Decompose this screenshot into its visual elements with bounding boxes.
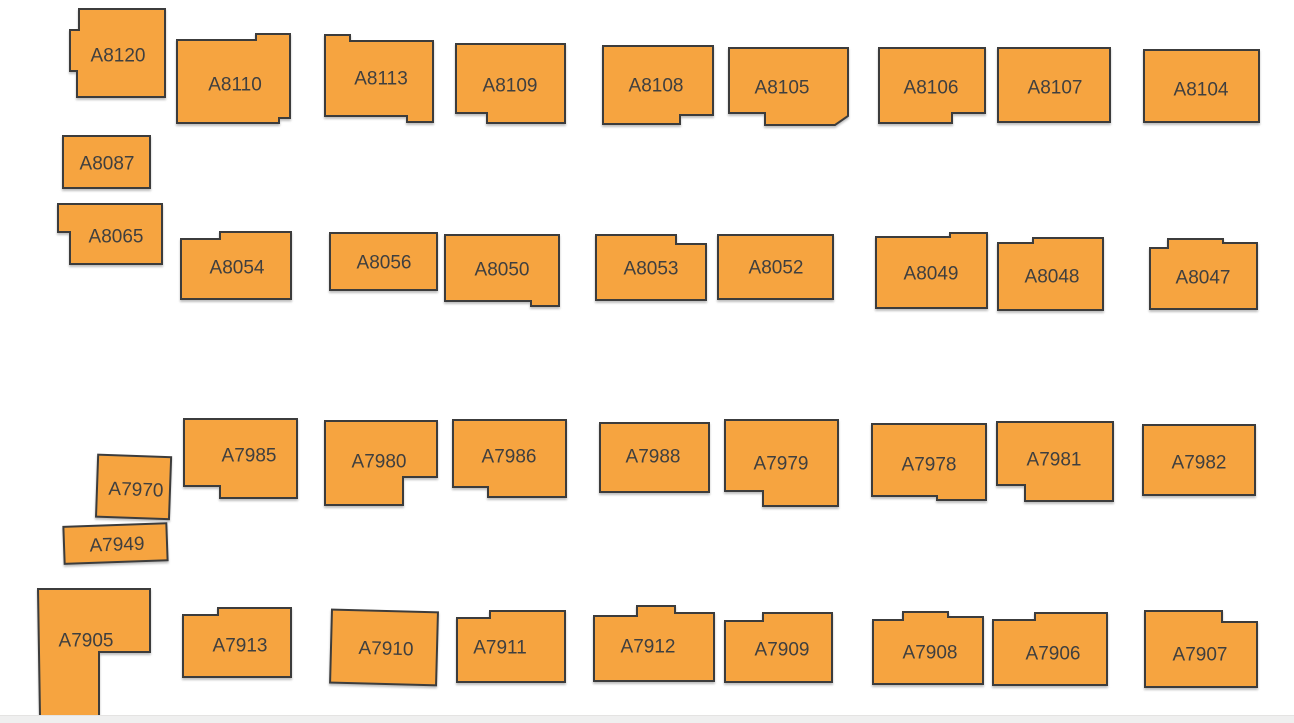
parcel-shape[interactable]: [57, 203, 163, 265]
parcel-shape[interactable]: [728, 47, 849, 126]
parcel-A8106[interactable]: A8106: [878, 47, 986, 124]
parcel-A8109[interactable]: A8109: [455, 43, 566, 124]
horizontal-scrollbar-track[interactable]: [0, 715, 1294, 723]
parcel-A7988[interactable]: A7988: [599, 422, 710, 493]
parcel-shape[interactable]: [717, 234, 834, 300]
parcel-A8049[interactable]: A8049: [875, 232, 988, 309]
parcel-shape[interactable]: [94, 453, 173, 521]
parcel-A7986[interactable]: A7986: [452, 419, 567, 498]
parcel-A7913[interactable]: A7913: [182, 607, 292, 678]
parcel-shape[interactable]: [183, 418, 298, 499]
parcel-A7911[interactable]: A7911: [456, 610, 566, 683]
parcel-shape[interactable]: [324, 420, 438, 506]
parcel-A8105[interactable]: A8105: [728, 47, 849, 126]
parcel-A8065[interactable]: A8065: [57, 203, 163, 265]
parcel-shape[interactable]: [452, 419, 567, 498]
parcel-shape[interactable]: [872, 611, 984, 685]
parcel-A7970[interactable]: A7970: [94, 453, 173, 521]
parcel-shape[interactable]: [69, 8, 166, 98]
parcel-shape[interactable]: [724, 419, 839, 507]
parcel-A8107[interactable]: A8107: [997, 47, 1111, 123]
parcel-shape[interactable]: [724, 612, 833, 683]
parcel-shape[interactable]: [878, 47, 986, 124]
parcel-A7905[interactable]: A7905: [36, 588, 151, 717]
parcel-shape[interactable]: [324, 34, 434, 123]
parcel-shape[interactable]: [62, 522, 169, 565]
parcel-shape[interactable]: [329, 608, 439, 687]
parcel-A8113[interactable]: A8113: [324, 34, 434, 123]
parcel-A8104[interactable]: A8104: [1143, 49, 1260, 123]
parcel-A8087[interactable]: A8087: [62, 135, 151, 189]
parcel-shape[interactable]: [595, 234, 707, 301]
parcel-shape[interactable]: [871, 423, 987, 501]
parcel-shape[interactable]: [875, 232, 988, 309]
parcel-A8054[interactable]: A8054: [180, 231, 292, 300]
parcel-shape[interactable]: [593, 605, 715, 682]
parcel-shape[interactable]: [1149, 238, 1258, 310]
parcel-A8048[interactable]: A8048: [997, 237, 1104, 311]
parcel-A7982[interactable]: A7982: [1142, 424, 1256, 496]
parcel-shape[interactable]: [455, 43, 566, 124]
parcel-shape[interactable]: [36, 588, 151, 717]
parcel-A8053[interactable]: A8053: [595, 234, 707, 301]
parcel-A7908[interactable]: A7908: [872, 611, 984, 685]
parcel-shape[interactable]: [180, 231, 292, 300]
parcel-shape[interactable]: [992, 612, 1108, 686]
parcel-A7910[interactable]: A7910: [329, 608, 439, 687]
parcel-shape[interactable]: [182, 607, 292, 678]
parcel-A7907[interactable]: A7907: [1144, 610, 1258, 688]
parcel-A7949[interactable]: A7949: [62, 522, 169, 565]
parcel-shape[interactable]: [997, 47, 1111, 123]
parcel-shape[interactable]: [456, 610, 566, 683]
parcel-shape[interactable]: [599, 422, 710, 493]
parcel-shape[interactable]: [444, 234, 560, 307]
parcel-A8108[interactable]: A8108: [602, 45, 714, 125]
parcel-shape[interactable]: [996, 421, 1114, 502]
parcel-A7980[interactable]: A7980: [324, 420, 438, 506]
parcel-shape[interactable]: [997, 237, 1104, 311]
parcel-A8120[interactable]: A8120: [69, 8, 166, 98]
parcel-shape[interactable]: [1142, 424, 1256, 496]
parcel-A8056[interactable]: A8056: [329, 232, 438, 291]
parcel-A7909[interactable]: A7909: [724, 612, 833, 683]
parcel-A7906[interactable]: A7906: [992, 612, 1108, 686]
parcel-A7985[interactable]: A7985: [183, 418, 298, 499]
parcel-A7979[interactable]: A7979: [724, 419, 839, 507]
parcel-shape[interactable]: [1144, 610, 1258, 688]
parcel-A8052[interactable]: A8052: [717, 234, 834, 300]
parcel-A7978[interactable]: A7978: [871, 423, 987, 501]
parcel-A7912[interactable]: A7912: [593, 605, 715, 682]
parcel-A8047[interactable]: A8047: [1149, 238, 1258, 310]
parcel-shape[interactable]: [176, 33, 291, 124]
parcel-shape[interactable]: [1143, 49, 1260, 123]
parcel-shape[interactable]: [602, 45, 714, 125]
parcel-A8110[interactable]: A8110: [176, 33, 291, 124]
parcel-A8050[interactable]: A8050: [444, 234, 560, 307]
parcel-shape[interactable]: [329, 232, 438, 291]
parcel-A7981[interactable]: A7981: [996, 421, 1114, 502]
parcel-shape[interactable]: [62, 135, 151, 189]
